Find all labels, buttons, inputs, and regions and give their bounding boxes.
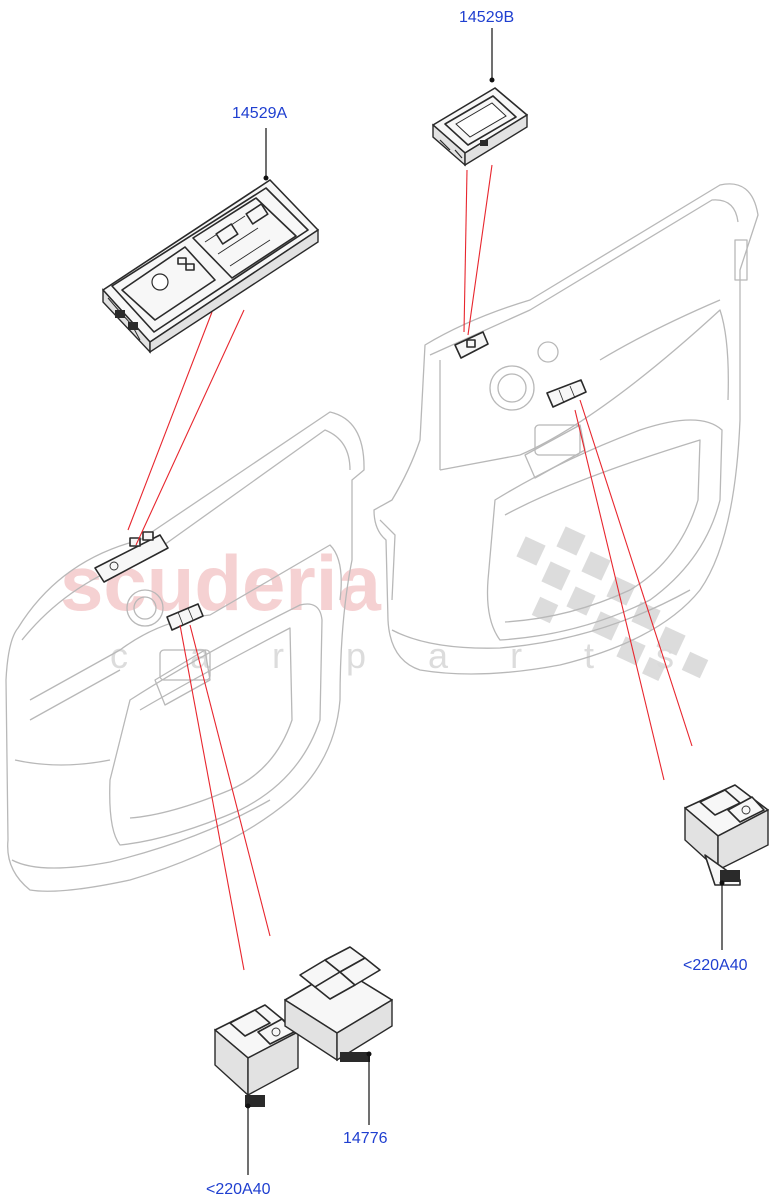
watermark: scuderia c a r p a r t s (60, 526, 709, 681)
watermark-brand: scuderia (60, 539, 381, 627)
callout-label-14529a: 14529A (232, 105, 287, 122)
left-door-switch-pack (94, 531, 204, 631)
callout-label-220a40-right: <220A40 (683, 957, 748, 974)
callout-label-220a40-left: <220A40 (206, 1181, 271, 1198)
watermark-checker-flag (516, 526, 709, 681)
watermark-tagline: c a r p a r t s (110, 635, 700, 676)
callout-label-14776: 14776 (343, 1130, 388, 1147)
leader-lines (127, 164, 693, 971)
part-14529a-switch-pack (102, 179, 319, 354)
part-14529b-switch (432, 87, 528, 167)
callout-leaders (245, 28, 725, 1175)
left-door-panel (5, 411, 365, 892)
right-door-switch (454, 331, 587, 408)
part-220a40-right-switch (684, 784, 769, 886)
part-14776-switch-pack (284, 946, 393, 1062)
callout-label-14529b: 14529B (459, 9, 514, 26)
right-door-panel (373, 183, 759, 675)
